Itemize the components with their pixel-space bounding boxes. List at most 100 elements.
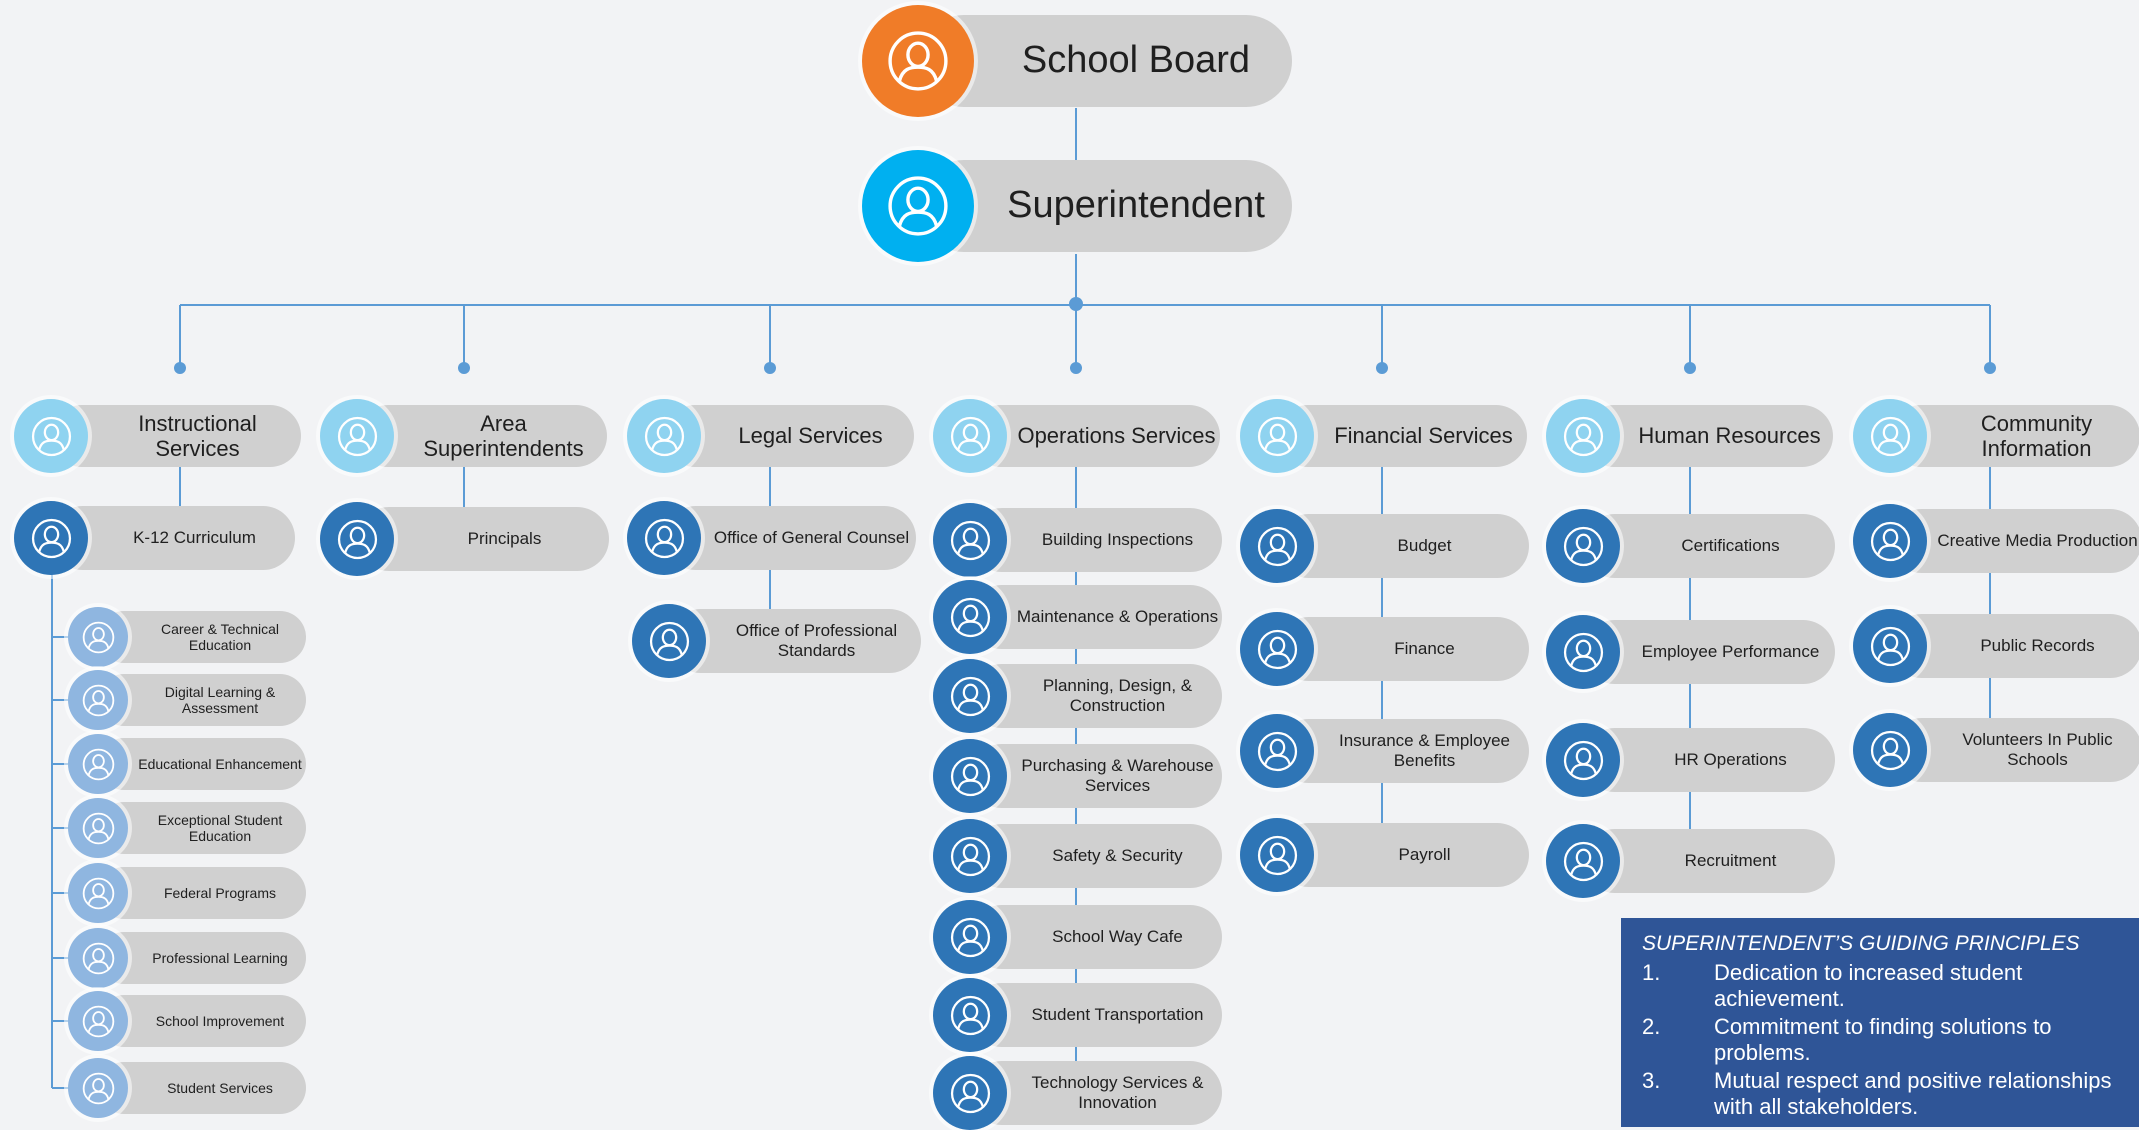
unit-node-label: Budget [1277,514,1529,578]
unit-node-label: Recruitment [1583,829,1835,893]
subunit-node-label: Exceptional Student Education [98,802,306,854]
person-icon [862,5,974,117]
superintendent-node-label: Superintendent [918,160,1292,252]
unit-node-label: School Way Cafe [970,905,1222,969]
subunit-node-label: Educational Enhancement [98,738,306,790]
unit-node-label: Technology Services & Innovation [970,1061,1222,1125]
person-icon [320,502,394,576]
person-icon [933,659,1007,733]
guiding-principles-box: SUPERINTENDENT’S GUIDING PRINCIPLES 1. D… [1621,918,2139,1127]
principle-item: 1. Dedication to increased student achie… [1642,960,2125,1011]
principle-number: 1. [1642,960,1661,985]
department-node-label: Human Resources [1583,405,1833,467]
unit-node-label: Insurance & Employee Benefits [1277,719,1529,783]
person-icon [1546,399,1620,473]
connector-dot [1984,362,1996,374]
person-icon [933,978,1007,1052]
school-board-node-label: School Board [918,15,1292,107]
person-icon [1853,609,1927,683]
person-icon [632,604,706,678]
principle-text: Commitment to finding solutions to probl… [1714,1014,2052,1065]
unit-node-label: Office of Professional Standards [669,609,921,673]
principle-item: 3. Mutual respect and positive relations… [1642,1068,2125,1119]
subunit-node-label: Federal Programs [98,867,306,919]
person-icon [14,501,88,575]
person-icon [1546,615,1620,689]
unit-node-label: Certifications [1583,514,1835,578]
unit-node-label: Principals [357,507,609,571]
person-icon [933,399,1007,473]
person-icon [68,863,128,923]
connector-dot [174,362,186,374]
guiding-principles-list: 1. Dedication to increased student achie… [1642,960,2125,1119]
connector-dot [458,362,470,374]
department-node-label: Area Superintendents [357,405,607,467]
principle-number: 2. [1642,1014,1661,1040]
subunit-node-label: Career & Technical Education [98,611,306,663]
person-icon [68,798,128,858]
unit-node-label: Payroll [1277,823,1529,887]
person-icon [1240,818,1314,892]
person-icon [1240,399,1314,473]
guiding-principles-title: SUPERINTENDENT’S GUIDING PRINCIPLES [1642,932,2080,955]
person-icon [320,399,394,473]
person-icon [933,739,1007,813]
unit-node-label: Purchasing & Warehouse Services [970,744,1222,808]
subunit-node-label: Digital Learning & Assessment [98,674,306,726]
unit-node-label: Planning, Design, & Construction [970,664,1222,728]
connector-dot [1376,362,1388,374]
subunit-node-label: Student Services [98,1062,306,1114]
unit-node-label: Student Transportation [970,983,1222,1047]
person-icon [627,501,701,575]
unit-node-label: K-12 Curriculum [51,506,295,570]
person-icon [1853,399,1927,473]
unit-node-label: HR Operations [1583,728,1835,792]
person-icon [627,399,701,473]
person-icon [1546,509,1620,583]
person-icon [1546,824,1620,898]
department-node-label: Community Information [1890,405,2139,467]
person-icon [68,670,128,730]
principle-number: 3. [1642,1068,1661,1094]
person-icon [933,1056,1007,1130]
unit-node-label: Creative Media Production [1890,509,2139,573]
person-icon [1240,509,1314,583]
person-icon [68,991,128,1051]
subunit-node-label: Professional Learning [98,932,306,984]
person-icon [933,900,1007,974]
connector-dot [764,362,776,374]
unit-node-label: Employee Performance [1583,620,1835,684]
unit-node-label: Finance [1277,617,1529,681]
person-icon [1240,714,1314,788]
department-node-label: Operations Services [970,405,1220,467]
person-icon [862,150,974,262]
person-icon [1853,504,1927,578]
connector-dot [1070,362,1082,374]
principle-text: Mutual respect and positive relationship… [1714,1068,2112,1119]
connector-dot [1684,362,1696,374]
person-icon [933,819,1007,893]
unit-node-label: Volunteers In Public Schools [1890,718,2139,782]
person-icon [1240,612,1314,686]
person-icon [68,607,128,667]
unit-node-label: Safety & Security [970,824,1222,888]
unit-node-label: Building Inspections [970,508,1222,572]
unit-node-label: Maintenance & Operations [970,585,1222,649]
person-icon [68,734,128,794]
person-icon [14,399,88,473]
person-icon [933,580,1007,654]
department-node-label: Instructional Services [51,405,301,467]
subunit-node-label: School Improvement [98,995,306,1047]
unit-node-label: Office of General Counsel [664,506,916,570]
person-icon [1546,723,1620,797]
principle-item: 2. Commitment to finding solutions to pr… [1642,1014,2125,1065]
department-node-label: Financial Services [1277,405,1527,467]
person-icon [933,503,1007,577]
person-icon [1853,713,1927,787]
department-node-label: Legal Services [664,405,914,467]
person-icon [68,928,128,988]
person-icon [68,1058,128,1118]
unit-node-label: Public Records [1890,614,2139,678]
principle-text: Dedication to increased student achievem… [1714,960,2023,1011]
